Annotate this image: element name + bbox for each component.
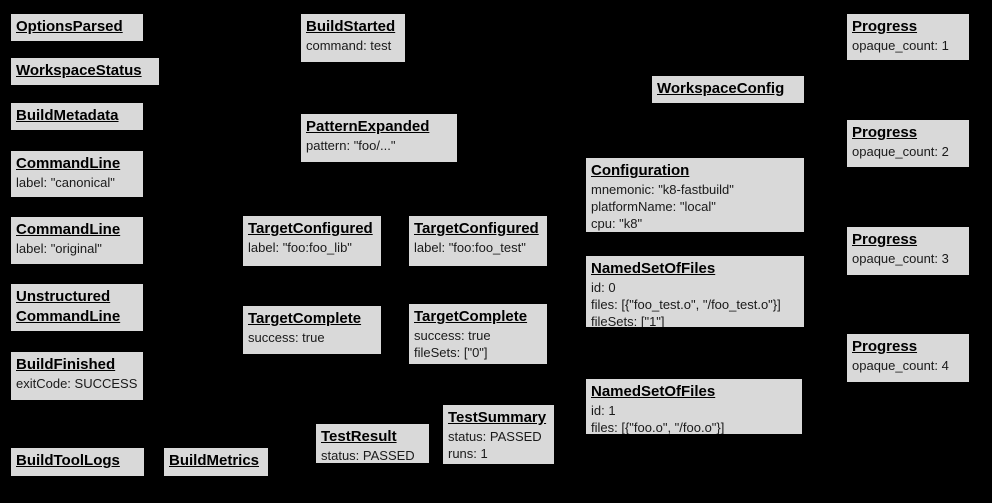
event-attribute: cpu: "k8" — [591, 216, 643, 231]
event-title: NamedSetOfFiles — [591, 383, 716, 400]
event-box-configuration: Configuration mnemonic: "k8-fastbuild" p… — [585, 157, 805, 233]
event-title: PatternExpanded — [306, 118, 430, 135]
event-attribute: pattern: "foo/..." — [306, 138, 396, 153]
event-attribute: label: "foo:foo_test" — [414, 240, 526, 255]
event-box-command-line-original: CommandLine label: "original" — [10, 216, 144, 265]
event-box-unstructured-command-line: Unstructured CommandLine — [10, 283, 144, 332]
event-box-build-finished: BuildFinished exitCode: SUCCESS — [10, 351, 144, 401]
event-attribute: id: 0 — [591, 280, 616, 295]
event-title: BuildMetadata — [16, 107, 119, 124]
event-box-named-set-of-files-0: NamedSetOfFiles id: 0 files: [{"foo_test… — [585, 255, 805, 328]
event-attribute: success: true — [414, 328, 491, 343]
event-box-command-line-canonical: CommandLine label: "canonical" — [10, 150, 144, 198]
event-attribute: opaque_count: 2 — [852, 144, 949, 159]
event-box-test-result: TestResult status: PASSED — [315, 423, 430, 464]
event-attribute: fileSets: ["0"] — [414, 345, 488, 360]
event-title: TargetConfigured — [248, 220, 373, 237]
event-attribute: label: "canonical" — [16, 175, 115, 190]
event-title: OptionsParsed — [16, 18, 123, 35]
event-box-test-summary: TestSummary status: PASSED runs: 1 — [442, 404, 555, 465]
event-box-pattern-expanded: PatternExpanded pattern: "foo/..." — [300, 113, 458, 163]
event-attribute: opaque_count: 3 — [852, 251, 949, 266]
event-title: BuildMetrics — [169, 452, 260, 469]
event-box-named-set-of-files-1: NamedSetOfFiles id: 1 files: [{"foo.o", … — [585, 378, 803, 435]
event-box-build-metadata: BuildMetadata — [10, 102, 144, 131]
event-attribute: mnemonic: "k8-fastbuild" — [591, 182, 734, 197]
event-box-progress-1: Progress opaque_count: 1 — [846, 13, 970, 61]
event-attribute: exitCode: SUCCESS — [16, 376, 138, 391]
event-attribute: status: PASSED — [321, 448, 415, 463]
event-attribute: label: "foo:foo_lib" — [248, 240, 352, 255]
event-attribute: files: [{"foo.o", "/foo.o"}] — [591, 420, 725, 435]
event-title: Progress — [852, 231, 918, 248]
event-box-target-configured-foo-test: TargetConfigured label: "foo:foo_test" — [408, 215, 548, 267]
event-title: TestSummary — [448, 409, 547, 426]
event-title: Configuration — [591, 162, 690, 179]
event-title: BuildToolLogs — [16, 452, 120, 469]
event-attribute: id: 1 — [591, 403, 616, 418]
event-box-progress-2: Progress opaque_count: 2 — [846, 119, 970, 168]
event-title: WorkspaceStatus — [16, 62, 142, 79]
event-title: CommandLine — [16, 155, 121, 172]
event-attribute: platformName: "local" — [591, 199, 716, 214]
event-attribute: opaque_count: 1 — [852, 38, 949, 53]
event-title: CommandLine — [16, 221, 121, 238]
event-box-workspace-config: WorkspaceConfig — [651, 75, 805, 104]
event-title: Progress — [852, 124, 918, 141]
event-attribute: label: "original" — [16, 241, 102, 256]
event-attribute: runs: 1 — [448, 446, 488, 461]
event-title: BuildStarted — [306, 18, 396, 35]
event-attribute: files: [{"foo_test.o", "/foo_test.o"}] — [591, 297, 781, 312]
event-title: Progress — [852, 338, 918, 355]
event-title: TargetComplete — [414, 308, 528, 325]
event-title: NamedSetOfFiles — [591, 260, 716, 277]
event-box-workspace-status: WorkspaceStatus — [10, 57, 160, 86]
event-attribute: command: test — [306, 38, 392, 53]
event-box-target-complete-foo-lib: TargetComplete success: true — [242, 305, 382, 355]
event-title: TargetConfigured — [414, 220, 539, 237]
event-box-target-configured-foo-lib: TargetConfigured label: "foo:foo_lib" — [242, 215, 382, 267]
event-box-options-parsed: OptionsParsed — [10, 13, 144, 42]
event-attribute: status: PASSED — [448, 429, 542, 444]
event-box-build-metrics: BuildMetrics — [163, 447, 269, 477]
event-title: BuildFinished — [16, 356, 116, 373]
event-attribute: opaque_count: 4 — [852, 358, 949, 373]
event-attribute: success: true — [248, 330, 325, 345]
event-title: WorkspaceConfig — [657, 80, 785, 97]
event-title: Progress — [852, 18, 918, 35]
event-box-build-tool-logs: BuildToolLogs — [10, 447, 145, 477]
event-box-progress-4: Progress opaque_count: 4 — [846, 333, 970, 383]
event-box-progress-3: Progress opaque_count: 3 — [846, 226, 970, 276]
event-box-build-started: BuildStarted command: test — [300, 13, 406, 63]
event-box-target-complete-foo-test: TargetComplete success: true fileSets: [… — [408, 303, 548, 365]
event-title: TargetComplete — [248, 310, 362, 327]
event-title: Unstructured CommandLine — [16, 288, 121, 325]
event-attribute: fileSets: ["1"] — [591, 314, 665, 328]
event-title: TestResult — [321, 428, 397, 445]
